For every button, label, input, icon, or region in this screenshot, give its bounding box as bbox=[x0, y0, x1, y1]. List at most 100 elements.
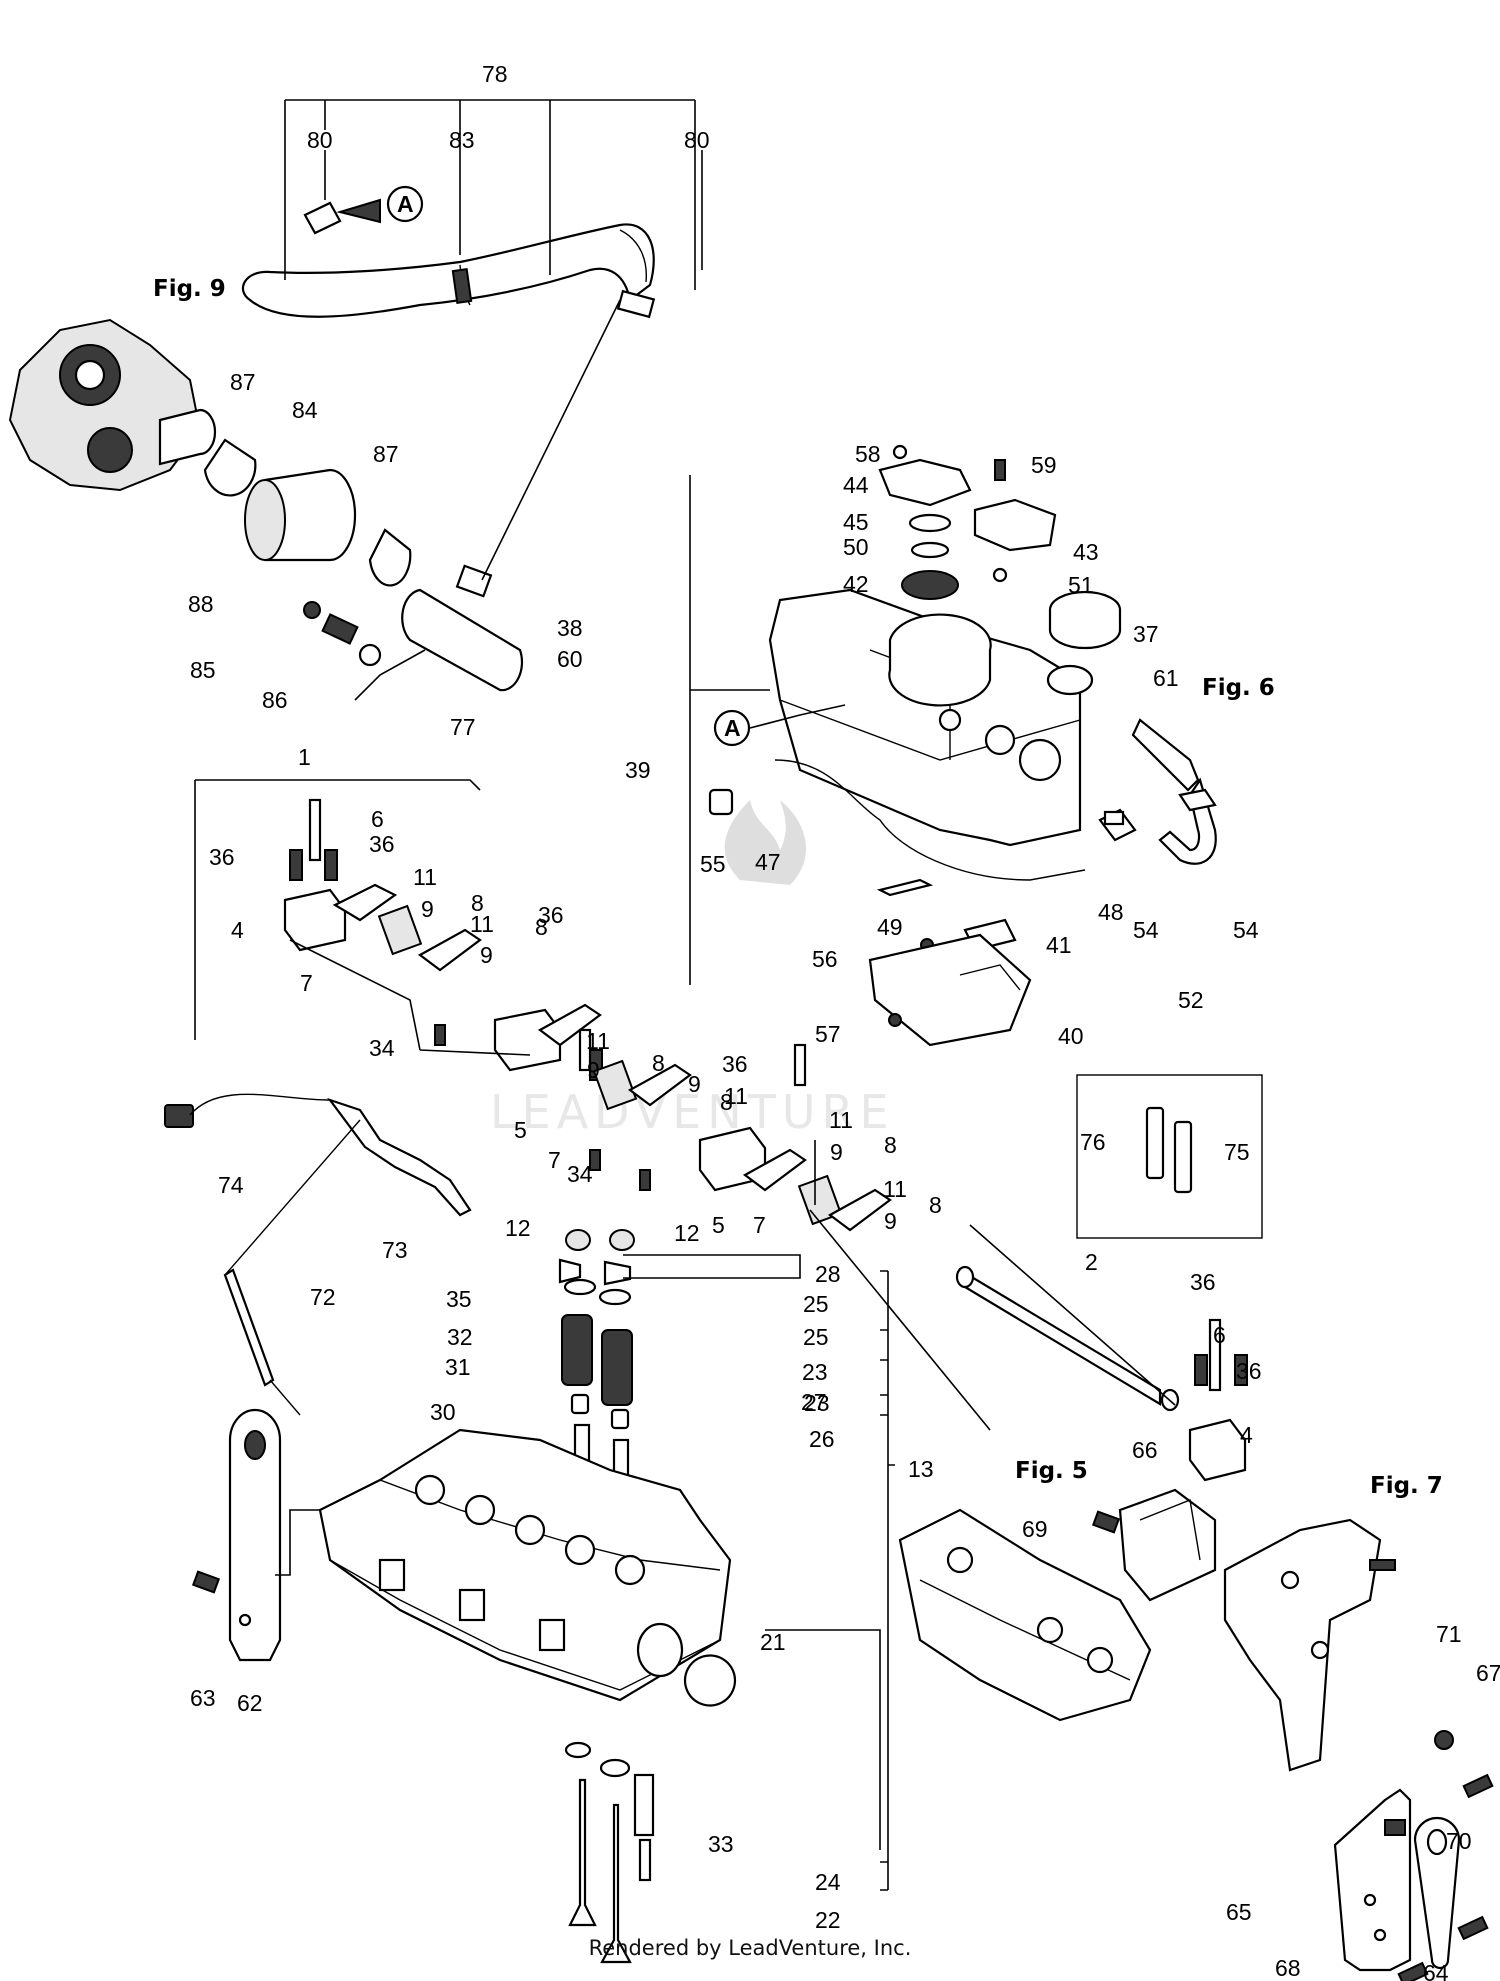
callout-label: 39 bbox=[625, 757, 651, 783]
callout-label: 54 bbox=[1233, 917, 1259, 943]
callout-label: 25 bbox=[803, 1291, 829, 1317]
fig5-label: Fig. 5 bbox=[1015, 1458, 1088, 1484]
callout-label: 83 bbox=[449, 127, 475, 153]
callout-label: 9 bbox=[688, 1071, 701, 1097]
callout-label: 66 bbox=[1132, 1437, 1158, 1463]
callout-label: 77 bbox=[450, 714, 476, 740]
callout-label: 1 bbox=[298, 744, 311, 770]
callout-label: 71 bbox=[1436, 1621, 1462, 1647]
callout-label: 36 bbox=[369, 831, 395, 857]
callout-label: 78 bbox=[482, 61, 508, 87]
callout-label: 22 bbox=[815, 1907, 841, 1933]
callout-label: 87 bbox=[373, 441, 399, 467]
valve-cover-assembly bbox=[768, 588, 1086, 881]
callout-label: 76 bbox=[1080, 1129, 1106, 1155]
callout-label: 24 bbox=[815, 1869, 841, 1895]
callout-label: 65 bbox=[1226, 1899, 1252, 1925]
callout-label: 36 bbox=[722, 1051, 748, 1077]
callout-label: 45 bbox=[843, 509, 869, 535]
inset-parts-75-76 bbox=[1145, 1106, 1193, 1194]
callout-label: 26 bbox=[809, 1426, 835, 1452]
callout-label: 88 bbox=[188, 591, 214, 617]
callout-label: 33 bbox=[708, 1831, 734, 1857]
callout-label: 11 bbox=[413, 864, 437, 890]
link-plate-64 bbox=[1413, 1816, 1461, 1970]
callout-label: 23 bbox=[804, 1390, 830, 1416]
callout-label: 6 bbox=[1213, 1322, 1226, 1348]
breather-hose bbox=[1098, 718, 1217, 865]
callout-label: 37 bbox=[1133, 621, 1159, 647]
callout-label: 34 bbox=[369, 1035, 395, 1061]
callout-label: 9 bbox=[884, 1208, 897, 1234]
callout-label: 36 bbox=[1236, 1358, 1262, 1384]
fig9-label: Fig. 9 bbox=[153, 276, 226, 302]
callout-label: 6 bbox=[371, 806, 384, 832]
callout-label: 52 bbox=[1178, 987, 1204, 1013]
callout-label: 73 bbox=[382, 1237, 408, 1263]
callout-label: 74 bbox=[218, 1172, 244, 1198]
rocker-arm-assembly bbox=[283, 798, 1248, 1482]
callout-label: 67 bbox=[1476, 1660, 1500, 1686]
callout-label: 35 bbox=[446, 1286, 472, 1312]
callout-label: 50 bbox=[843, 534, 869, 560]
callout-label: 2 bbox=[1085, 1249, 1098, 1275]
callout-label: 80 bbox=[684, 127, 710, 153]
callout-label: 8 bbox=[929, 1192, 942, 1218]
watermark-text: LEADVENTURE bbox=[490, 1085, 895, 1139]
detail-marker-a-top: A bbox=[397, 191, 414, 217]
callout-label: 38 bbox=[557, 615, 583, 641]
callout-label: 23 bbox=[802, 1359, 828, 1385]
fig6-label: Fig. 6 bbox=[1202, 675, 1275, 701]
callout-label: 55 bbox=[700, 851, 726, 877]
callout-label: 25 bbox=[803, 1324, 829, 1350]
intake-manifold-fig5 bbox=[898, 1508, 1152, 1722]
callout-label: 8 bbox=[720, 1089, 733, 1115]
callout-label: 47 bbox=[755, 849, 781, 875]
callout-label: 42 bbox=[843, 571, 869, 597]
callout-label: 32 bbox=[447, 1324, 473, 1350]
callout-label: 84 bbox=[292, 397, 318, 423]
callout-label: 27 bbox=[801, 1389, 827, 1415]
callout-label: 70 bbox=[1446, 1828, 1472, 1854]
callout-label: 9 bbox=[480, 942, 493, 968]
detail-marker-a-lower: A bbox=[713, 704, 846, 747]
watermark-logo: LEADVENTURE bbox=[490, 800, 895, 1139]
callout-label: 43 bbox=[1073, 539, 1099, 565]
callout-label: 40 bbox=[1058, 1023, 1084, 1049]
callout-label: 41 bbox=[1046, 932, 1072, 958]
callout-label: 8 bbox=[535, 914, 548, 940]
lift-bracket-62 bbox=[191, 1408, 282, 1662]
cylinder-head bbox=[318, 1428, 737, 1707]
hose-assembly-78: A bbox=[241, 185, 656, 319]
callout-label: 13 bbox=[908, 1456, 934, 1482]
callout-label: 11 bbox=[586, 1028, 610, 1054]
callout-label: 64 bbox=[1423, 1960, 1449, 1981]
callout-label: 48 bbox=[1098, 899, 1124, 925]
callout-label: 61 bbox=[1153, 665, 1179, 691]
callout-label: 80 bbox=[307, 127, 333, 153]
callout-label: 7 bbox=[753, 1212, 766, 1238]
callout-label: 72 bbox=[310, 1284, 336, 1310]
callout-label: 4 bbox=[231, 917, 244, 943]
callout-label: 51 bbox=[1068, 572, 1094, 598]
callout-label: 49 bbox=[877, 914, 903, 940]
detail-marker-a-lower-text: A bbox=[724, 715, 741, 741]
callout-label: 5 bbox=[514, 1117, 527, 1143]
callout-label: 12 bbox=[674, 1220, 700, 1246]
callout-label: 85 bbox=[190, 657, 216, 683]
callout-label: 75 bbox=[1224, 1139, 1250, 1165]
callout-label: 86 bbox=[262, 687, 288, 713]
callout-label: 9 bbox=[421, 896, 434, 922]
callout-label: 8 bbox=[471, 890, 484, 916]
callout-label: 59 bbox=[1031, 452, 1057, 478]
callout-label: 44 bbox=[843, 472, 869, 498]
callout-label: 87 bbox=[230, 369, 256, 395]
callout-label: 63 bbox=[190, 1685, 216, 1711]
callout-label: 68 bbox=[1275, 1955, 1301, 1981]
callout-label: 56 bbox=[812, 946, 838, 972]
engine-mount-fig7 bbox=[1223, 1518, 1396, 1772]
cover-lower-parts bbox=[708, 788, 1032, 1047]
callout-label: 28 bbox=[815, 1261, 841, 1287]
callout-label: 58 bbox=[855, 441, 881, 467]
